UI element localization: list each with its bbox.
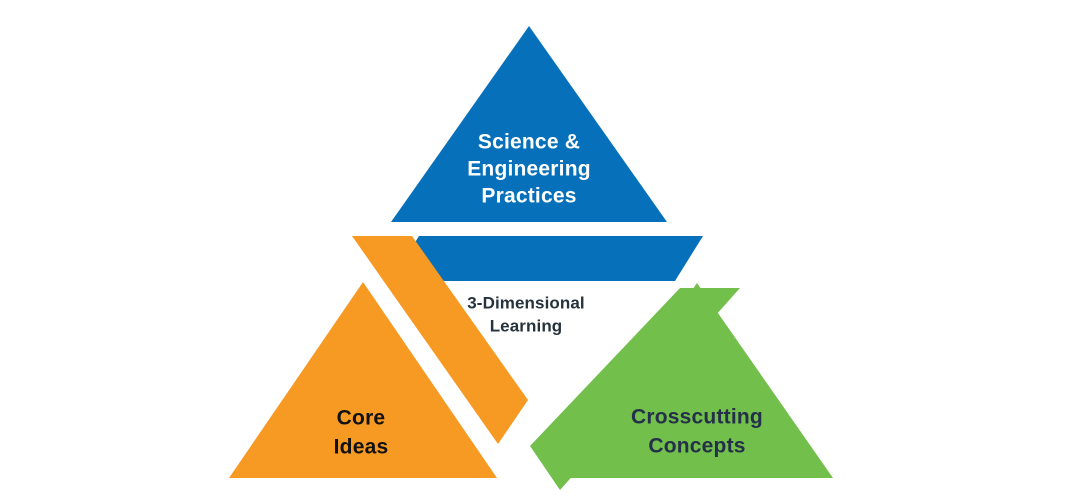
dimension-core-ideas[interactable]: [229, 236, 528, 478]
science-engineering-practices-triangle: [391, 26, 667, 222]
dimension-science-engineering-practices[interactable]: [391, 26, 703, 281]
crosscutting-label-line-2: Concepts: [648, 435, 745, 458]
center-label: 3-Dimensional Learning: [467, 293, 585, 335]
center-label-line-1: 3-Dimensional: [467, 293, 585, 312]
sep-label-line-2: Engineering: [467, 158, 591, 181]
crosscutting-concepts-label: Crosscutting Concepts: [631, 406, 763, 458]
center-label-line-2: Learning: [490, 316, 563, 335]
crosscutting-concepts-band: [530, 288, 740, 490]
core-ideas-label-line-1: Core: [337, 407, 386, 430]
crosscutting-concepts-triangle: [563, 283, 833, 478]
core-ideas-label: Core Ideas: [334, 407, 389, 459]
core-ideas-band: [352, 236, 528, 444]
core-ideas-triangle: [229, 282, 497, 478]
crosscutting-label-line-1: Crosscutting: [631, 406, 763, 429]
sep-label-line-1: Science &: [478, 131, 580, 154]
science-engineering-practices-band: [391, 236, 703, 281]
core-ideas-label-line-2: Ideas: [334, 436, 389, 459]
dimension-crosscutting-concepts[interactable]: [530, 283, 833, 490]
sep-label-line-3: Practices: [481, 185, 576, 208]
science-engineering-practices-label: Science & Engineering Practices: [467, 131, 591, 208]
